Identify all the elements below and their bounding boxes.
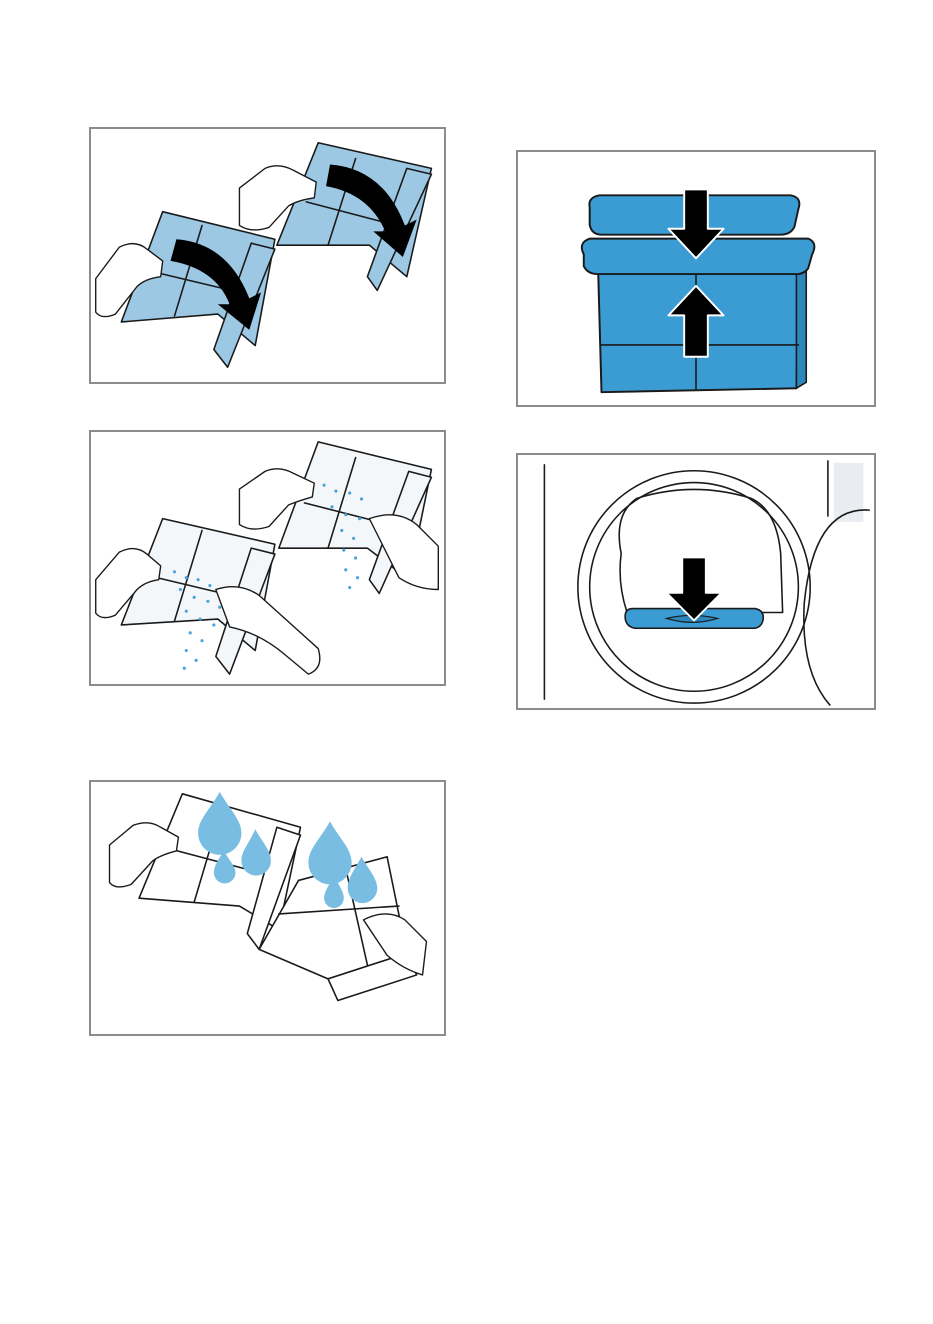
figure-close-fluff-filter [516, 150, 876, 407]
figure-rinse-fluff-filter [89, 430, 446, 686]
rinse-filter-illustration [91, 432, 444, 684]
filter-front [96, 212, 275, 368]
close-filter-illustration [518, 152, 874, 405]
figure-dry-fluff-filter [89, 780, 446, 1036]
open-filter-illustration [91, 129, 444, 382]
door-edge [804, 510, 869, 705]
insert-filter-illustration [518, 455, 874, 708]
figure-open-fluff-filter [89, 127, 446, 384]
dry-filter-illustration [91, 782, 444, 1034]
figure-insert-fluff-filter [516, 453, 876, 710]
